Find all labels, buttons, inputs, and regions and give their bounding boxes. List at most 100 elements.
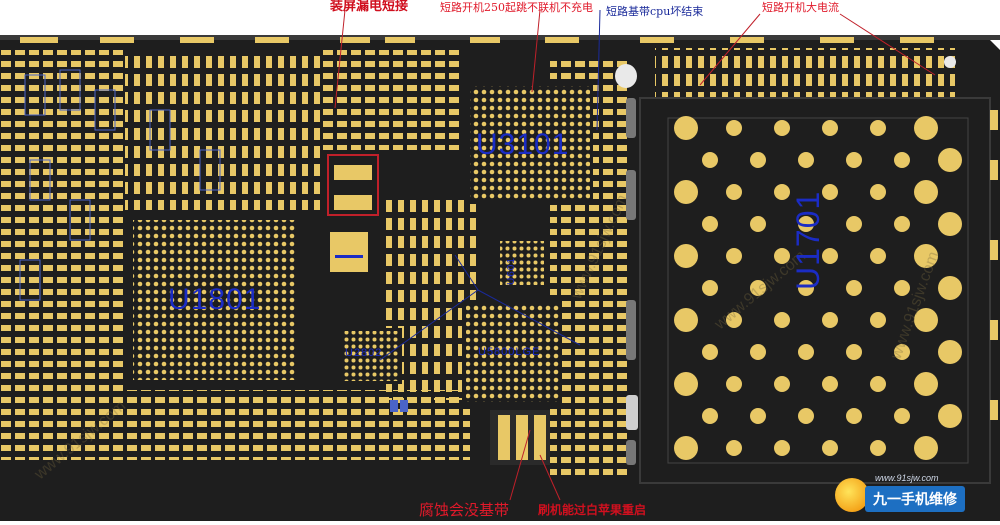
nand-pad — [894, 344, 910, 360]
nand-pad — [750, 344, 766, 360]
nand-pad — [914, 308, 938, 332]
brand-url: www.91sjw.com — [875, 473, 939, 483]
nand-pad — [870, 376, 886, 392]
nand-pad — [846, 216, 862, 232]
nand-pad — [894, 152, 910, 168]
nand-pad — [726, 312, 742, 328]
nand-pad — [846, 280, 862, 296]
u1701-body — [639, 97, 991, 484]
nand-pad — [726, 440, 742, 456]
nand-pad — [870, 248, 886, 264]
nand-pad — [894, 408, 910, 424]
nand-pad — [674, 180, 698, 204]
nand-pad — [938, 404, 962, 428]
nand-pad — [870, 312, 886, 328]
nand-pad — [702, 152, 718, 168]
nand-pad — [894, 216, 910, 232]
passive-field-top-mid — [320, 50, 460, 150]
brand-logo-icon — [835, 478, 869, 512]
annotation-screen-short: 装屏漏电短接 — [330, 0, 409, 14]
nand-pad — [938, 276, 962, 300]
annotation-short-250: 短路开机250起跳不联机不充电 — [440, 1, 593, 14]
nand-pad — [914, 436, 938, 460]
brand-name: 九一手机维修 — [865, 486, 965, 512]
nand-pad — [702, 344, 718, 360]
u2802-bga — [343, 331, 399, 381]
chip-label-u2802: U2802 — [345, 347, 383, 359]
nand-pad — [846, 152, 862, 168]
nand-pad — [938, 148, 962, 172]
passive-field-left — [0, 50, 125, 390]
screen-short-highlight — [327, 154, 379, 216]
right-edge-pads — [990, 110, 998, 420]
nand-pad — [846, 344, 862, 360]
nand-pad — [894, 280, 910, 296]
nand-pad — [822, 376, 838, 392]
passive-field-top-right — [655, 48, 955, 103]
nand-pad — [774, 184, 790, 200]
nand-pad — [774, 312, 790, 328]
chip-label-u3101: U3101 — [476, 128, 570, 161]
passive-field-top — [125, 50, 325, 210]
u5800-bga — [466, 304, 559, 402]
nand-pad — [914, 116, 938, 140]
u3101-bga — [470, 86, 590, 201]
nand-pad — [822, 248, 838, 264]
nand-pad — [726, 120, 742, 136]
u1701-pads — [674, 116, 962, 460]
annotation-flash-restart: 刷机能过白苹果重启 — [538, 503, 647, 517]
nand-pad — [870, 440, 886, 456]
nand-pad — [914, 372, 938, 396]
nand-pad — [674, 436, 698, 460]
u601-bga — [500, 241, 544, 285]
nand-pad — [774, 440, 790, 456]
annotation-leaders — [334, 9, 936, 501]
nand-pad — [914, 180, 938, 204]
u1801-bga — [133, 220, 295, 380]
nand-pad — [938, 212, 962, 236]
nand-pad — [822, 312, 838, 328]
top-edge-pads — [20, 37, 934, 43]
nand-pad — [774, 248, 790, 264]
nand-pad — [798, 152, 814, 168]
annotation-corrosion: 腐蚀会没基带 — [419, 501, 510, 519]
nand-pad — [702, 280, 718, 296]
annotation-short-cpu: 短路基带cpu坏结束 — [606, 5, 704, 18]
chip-label-u1801: U1801 — [168, 283, 262, 316]
nand-pad — [726, 376, 742, 392]
nand-pad — [750, 280, 766, 296]
nand-pad — [674, 372, 698, 396]
nand-pad — [674, 308, 698, 332]
mounting-features — [615, 56, 956, 465]
nand-pad — [798, 408, 814, 424]
nand-pad — [750, 216, 766, 232]
nand-pad — [674, 116, 698, 140]
nand-pad — [726, 184, 742, 200]
nand-pad — [774, 376, 790, 392]
nand-pad — [846, 408, 862, 424]
nand-pad — [870, 120, 886, 136]
nand-pad — [822, 120, 838, 136]
nand-pad — [870, 184, 886, 200]
brand-watermark: www.91sjw.com 九一手机维修 — [835, 470, 985, 520]
chip-label-u5800: U5800LGE — [478, 346, 541, 358]
nand-pad — [798, 280, 814, 296]
nand-pad — [702, 216, 718, 232]
nand-pad — [822, 440, 838, 456]
nand-pad — [702, 408, 718, 424]
chip-label-u1701: U1701 — [790, 190, 826, 290]
highlight-outlines-left — [19, 69, 221, 301]
nand-pad — [750, 152, 766, 168]
annotation-big-current: 短路开机大电流 — [762, 1, 839, 14]
chip-label-u601: U601 — [506, 257, 517, 285]
nand-pad — [750, 408, 766, 424]
nand-pad — [674, 244, 698, 268]
nand-pad — [726, 248, 742, 264]
nand-pad — [822, 184, 838, 200]
nand-pad — [798, 216, 814, 232]
nand-pad — [938, 340, 962, 364]
nand-pad — [914, 244, 938, 268]
nand-pad — [774, 120, 790, 136]
